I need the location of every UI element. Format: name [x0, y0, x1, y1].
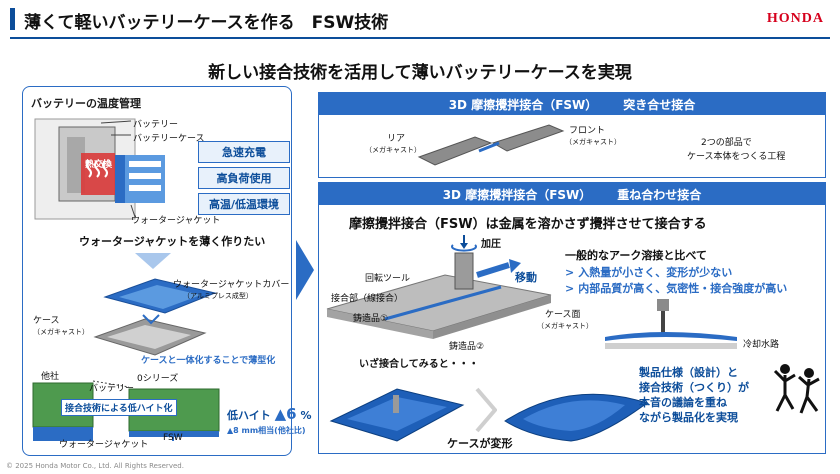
feature-quick-charge: 急速充電 — [198, 141, 290, 163]
transition-chevron-icon — [475, 387, 497, 433]
title-accent — [10, 8, 15, 30]
low-height-unit: % — [300, 409, 312, 422]
butt-joint-panel: 3D 摩擦攪拌接合（FSW） 突き合せ接合 リア （メガキャスト） フロント （… — [318, 92, 826, 178]
compare-battery-label: バッテリー — [89, 384, 135, 394]
lap-joint-header: 3D 摩擦攪拌接合（FSW） 重ね合わせ接合 — [319, 183, 825, 205]
rotating-tool-label: 回転ツール — [365, 274, 411, 284]
deformed-label: ケースが変形 — [447, 437, 513, 450]
chevron-right-icon: > — [565, 266, 575, 279]
battery-case-label: バッテリーケース — [133, 134, 205, 144]
down-chevron-icon — [135, 253, 171, 269]
bullet-text: 内部品質が高く、気密性・接合強度が高い — [578, 282, 788, 295]
casting-2-label: 鋳造品② — [449, 342, 485, 352]
zero-series-label: 0シリーズ — [137, 374, 179, 384]
case-before-illustration — [329, 388, 465, 442]
low-height-sub: ▲8 mm相当(他社比) — [227, 426, 306, 435]
copyright-text: © 2025 Honda Motor Co., Ltd. All Rights … — [6, 462, 184, 470]
chevron-right-icon: > — [565, 282, 575, 295]
front-label: フロント — [569, 126, 606, 136]
lap-cross-section-illustration — [605, 299, 737, 349]
lap-joint-panel: 3D 摩擦攪拌接合（FSW） 重ね合わせ接合 摩擦攪拌接合（FSW）は金属を溶か… — [318, 182, 826, 454]
fsw-tool-illustration — [326, 235, 552, 339]
case-label: ケース — [33, 316, 60, 326]
casting-1-label: 鋳造品① — [353, 314, 389, 324]
feature-temperature-environment: 高温/低温環境 — [198, 193, 290, 215]
closing-line: 接合技術（つくり）が — [639, 381, 749, 394]
battery-temperature-panel: バッテリーの温度管理 バッテリー バッテリーケース 熱交換 ウォータージャケット… — [22, 86, 311, 456]
heat-exchange-label: 熱交換 — [85, 160, 113, 170]
compare-water-jacket-label: ウォータージャケット — [59, 440, 149, 450]
list-item: >入熱量が小さく、変形が少ない — [565, 265, 787, 281]
closing-statement: 製品仕様（設計）と 接合技術（つくり）が 本音の議論を重ね ながら製品化を実現 — [639, 365, 749, 425]
low-height-badge: 接合技術による低ハイト化 — [61, 399, 177, 416]
butt-joint-title-right: 突き合せ接合 — [623, 97, 696, 112]
closing-line: 本音の議論を重ね — [639, 396, 727, 409]
cover-label: ウォータージャケットカバー — [173, 280, 290, 290]
case-deformed-illustration — [504, 393, 649, 442]
panel-title: バッテリーの温度管理 — [31, 97, 141, 110]
battery-cross-section-illustration — [34, 118, 165, 220]
celebrating-people-icon — [773, 364, 820, 414]
closing-line: ながら製品化を実現 — [639, 411, 738, 424]
low-height-label: 低ハイト — [227, 409, 271, 422]
butt-joint-title-left: 3D 摩擦攪拌接合（FSW） — [448, 97, 598, 112]
fsw-lead-text: 摩擦攪拌接合（FSW）は金属を溶かさず攪拌させて接合する — [349, 217, 707, 232]
fsw-label: FSW — [163, 433, 183, 443]
list-item: >内部品質が高く、気密性・接合強度が高い — [565, 281, 787, 297]
low-height-number: ▲6 — [274, 405, 297, 423]
butt-joint-header: 3D 摩擦攪拌接合（FSW） 突き合せ接合 — [319, 93, 825, 115]
case-face-sub-label: （メガキャスト） — [537, 322, 593, 330]
arc-comparison-head: 一般的なアーク溶接と比べて — [565, 249, 707, 262]
butt-desc-line2: ケース本体をつくる工程 — [687, 152, 786, 162]
arc-comparison-list: 一般的なアーク溶接と比べて >入熱量が小さく、変形が少ない >内部品質が高く、気… — [565, 247, 787, 297]
pressure-label: 加圧 — [481, 239, 501, 250]
battery-label: バッテリー — [133, 120, 179, 130]
feature-high-load: 高負荷使用 — [198, 167, 290, 189]
rear-label: リア — [387, 134, 406, 144]
butt-joint-illustration — [417, 124, 565, 166]
case-face-label: ケース面 — [545, 310, 581, 320]
honda-logo: HONDA — [766, 11, 824, 26]
integrated-note: ケースと一体化することで薄型化 — [141, 356, 276, 366]
title-divider — [10, 37, 830, 39]
flow-arrow-icon — [296, 240, 314, 300]
front-sub-label: （メガキャスト） — [565, 138, 621, 146]
bullet-text: 入熱量が小さく、変形が少ない — [578, 266, 733, 279]
joint-label: 接合部（線接合） — [331, 294, 404, 304]
water-jacket-label: ウォータージャケット — [131, 216, 221, 226]
title-bar: 薄くて軽いバッテリーケースを作る FSW技術 HONDA — [0, 0, 840, 38]
cover-sub-label: （アルミプレス成型） — [183, 292, 253, 300]
low-height-value: 低ハイト ▲6 % — [227, 405, 311, 423]
closing-line: 製品仕様（設計）と — [639, 366, 738, 379]
butt-desc-line1: 2つの部品で — [701, 138, 752, 148]
cooling-channel-label: 冷却水路 — [743, 340, 780, 350]
rear-sub-label: （メガキャスト） — [365, 146, 421, 154]
case-sub-label: （メガキャスト） — [33, 328, 89, 336]
headline: 新しい接合技術を活用して薄いバッテリーケースを実現 — [208, 63, 632, 83]
want-thin-text: ウォータージャケットを薄く作りたい — [79, 235, 266, 248]
try-join-text: いざ接合してみると・・・ — [359, 359, 479, 370]
other-company-label: 他社 — [41, 372, 60, 382]
move-label: 移動 — [515, 271, 537, 284]
water-jacket-cover-illustration — [93, 278, 217, 356]
slide-title: 薄くて軽いバッテリーケースを作る FSW技術 — [24, 13, 389, 33]
lap-joint-title-left: 3D 摩擦攪拌接合（FSW） — [442, 187, 592, 202]
lap-joint-title-right: 重ね合わせ接合 — [617, 187, 702, 202]
